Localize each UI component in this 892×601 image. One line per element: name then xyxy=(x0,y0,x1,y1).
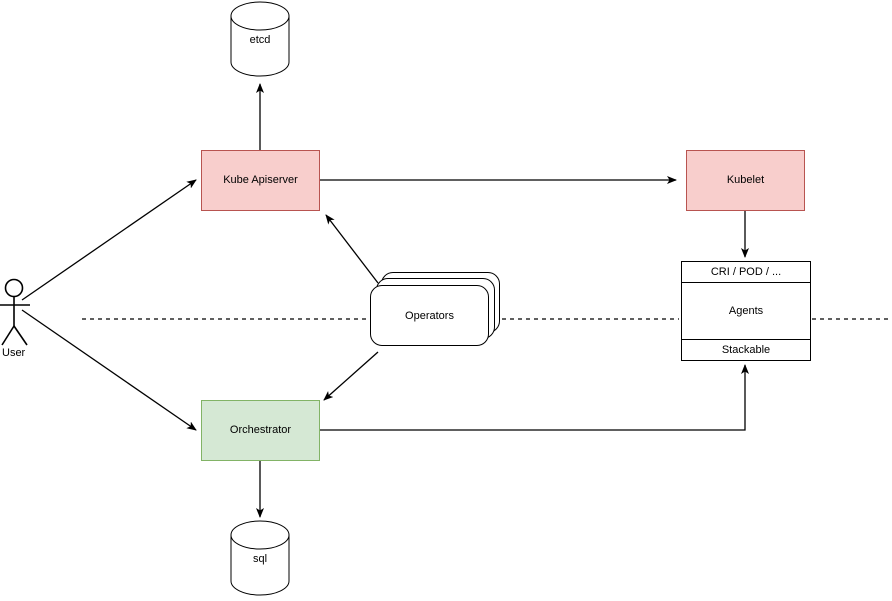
etcd-label: etcd xyxy=(0,34,520,46)
node-operators[interactable]: Operators xyxy=(370,285,489,346)
etcd-label-text: etcd xyxy=(249,34,271,46)
node-kubelet-label: Kubelet xyxy=(726,173,765,186)
node-agents-main-row[interactable]: Agents xyxy=(682,283,810,339)
sql-label-text: sql xyxy=(252,553,268,565)
edge-user-to-kube-apiserver xyxy=(21,179,197,301)
node-orchestrator-label: Orchestrator xyxy=(229,423,292,436)
node-agents-stackable-row[interactable]: Stackable xyxy=(682,339,810,360)
node-agents-stackable-label: Stackable xyxy=(721,344,771,356)
node-kube-apiserver[interactable]: Kube Apiserver xyxy=(201,150,320,211)
edge-operators-to-kube-apiserver xyxy=(325,214,379,284)
sql-label: sql xyxy=(0,553,520,565)
edge-user-to-orchestrator xyxy=(21,309,197,431)
user-actor-icon xyxy=(0,278,30,346)
user-actor-label: User xyxy=(2,347,26,359)
node-orchestrator[interactable]: Orchestrator xyxy=(201,400,320,461)
node-agents-cri-pod-row[interactable]: CRI / POD / ... xyxy=(682,262,810,283)
node-agents-cri-pod-label: CRI / POD / ... xyxy=(710,266,782,278)
node-kubelet[interactable]: Kubelet xyxy=(686,150,805,211)
node-agents[interactable]: CRI / POD / ... Agents Stackable xyxy=(681,261,811,361)
node-kube-apiserver-label: Kube Apiserver xyxy=(223,173,298,186)
edge-operators-to-orchestrator xyxy=(323,351,379,401)
edge-orchestrator-to-stackable xyxy=(320,364,749,431)
node-agents-main-label: Agents xyxy=(728,305,764,317)
node-operators-label: Operators xyxy=(405,309,454,322)
